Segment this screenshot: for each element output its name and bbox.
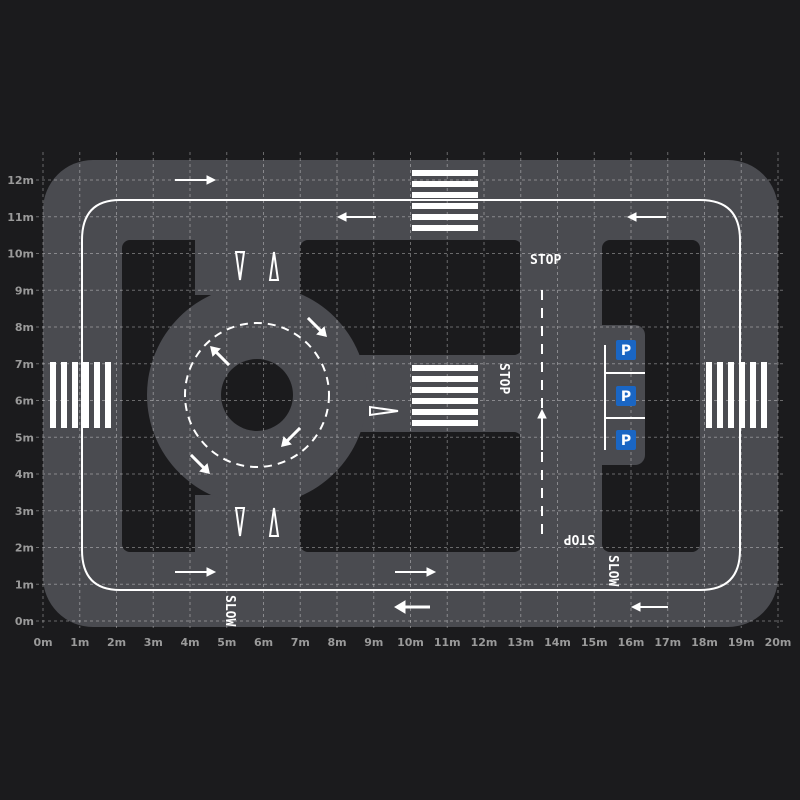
x-axis-tick-label: 0m	[33, 636, 52, 649]
x-axis-tick-label: 9m	[364, 636, 383, 649]
block-upper-middle	[300, 240, 522, 355]
road-text: STOP STOP STOP SLOW SLOW	[222, 253, 620, 626]
crosswalk-middle	[412, 365, 478, 426]
x-axis-tick-label: 14m	[544, 636, 571, 649]
y-axis-tick-label: 12m	[7, 174, 34, 187]
y-axis-tick-label: 11m	[7, 211, 34, 224]
parking-badge-2	[616, 386, 636, 406]
y-axis-tick-label: 7m	[15, 358, 34, 371]
yield-triangle-icon	[234, 251, 399, 537]
stop-marking-lower: STOP	[564, 531, 595, 546]
x-axis-tick-label: 16m	[618, 636, 645, 649]
lane-markings	[81, 199, 741, 591]
x-axis-tick-label: 3m	[144, 636, 163, 649]
x-axis-tick-label: 18m	[691, 636, 718, 649]
x-axis-tick-label: 1m	[70, 636, 89, 649]
parking-label-1: P	[621, 343, 631, 359]
parking-label-3: P	[621, 433, 631, 449]
y-axis-tick-label: 2m	[15, 542, 34, 555]
stop-marking-middle: STOP	[496, 363, 511, 394]
straight-or-left-arrow-icon	[175, 175, 217, 185]
x-axis-tick-label: 20m	[765, 636, 792, 649]
left-arrow-icon	[336, 212, 376, 222]
x-axis-labels: 0m 1m 2m 3m 4m 5m 6m 7m 8m 9m 10m 11m 12m 13m 14m 15m 16…	[33, 636, 791, 649]
y-axis-tick-label: 9m	[15, 284, 34, 297]
block-lower-middle	[300, 432, 522, 552]
direction-arrows	[175, 175, 668, 614]
stop-marking-top: STOP	[530, 253, 561, 268]
straight-or-left-arrow-icon	[395, 567, 437, 577]
y-axis-tick-label: 5m	[15, 431, 34, 444]
left-arrow-icon	[626, 212, 666, 222]
x-axis-tick-label: 15m	[581, 636, 608, 649]
crosswalk-top	[412, 170, 478, 231]
y-axis-tick-label: 8m	[15, 321, 34, 334]
roundabout-arrow-icon	[189, 316, 327, 474]
x-axis-tick-label: 6m	[254, 636, 273, 649]
roundabout-island	[221, 359, 293, 431]
x-axis-tick-label: 11m	[434, 636, 461, 649]
x-axis-tick-label: 2m	[107, 636, 126, 649]
slow-marking-bottom: SLOW	[222, 595, 237, 626]
x-axis-tick-label: 4m	[180, 636, 199, 649]
parking-badge-1	[616, 340, 636, 360]
road-surface	[43, 160, 778, 627]
x-axis-tick-label: 8m	[327, 636, 346, 649]
x-axis-tick-label: 5m	[217, 636, 236, 649]
parking-label-2: P	[621, 389, 631, 405]
measurement-grid	[36, 152, 785, 628]
x-axis-tick-label: 13m	[507, 636, 534, 649]
x-axis-tick-label: 17m	[654, 636, 681, 649]
crosswalk-right	[706, 362, 767, 428]
bottom-left-arrow-icon	[630, 602, 668, 612]
outer-edge-line	[81, 199, 741, 591]
straight-or-left-arrow-icon	[537, 408, 547, 450]
y-axis-tick-label: 10m	[7, 248, 34, 261]
crosswalk-left	[50, 362, 111, 428]
y-axis-tick-label: 0m	[15, 615, 34, 628]
y-axis-labels: 0m 1m 2m 3m 4m 5m 6m 7m 8m 9m 10m 11m 12m	[7, 174, 34, 628]
straight-or-left-arrow-icon	[175, 567, 217, 577]
y-axis-tick-label: 6m	[15, 395, 34, 408]
x-axis-tick-label: 10m	[397, 636, 424, 649]
slow-marking-right: SLOW	[605, 555, 620, 586]
y-axis-tick-label: 3m	[15, 505, 34, 518]
block-right	[602, 240, 700, 552]
y-axis-tick-label: 4m	[15, 468, 34, 481]
parking-area: P P P	[605, 340, 645, 450]
x-axis-tick-label: 19m	[728, 636, 755, 649]
bottom-left-arrow-icon	[394, 600, 430, 614]
parking-badge-3	[616, 430, 636, 450]
x-axis-tick-label: 7m	[291, 636, 310, 649]
y-axis-tick-label: 1m	[15, 578, 34, 591]
roundabout-dashed-lane	[184, 322, 330, 468]
x-axis-tick-label: 12m	[471, 636, 498, 649]
